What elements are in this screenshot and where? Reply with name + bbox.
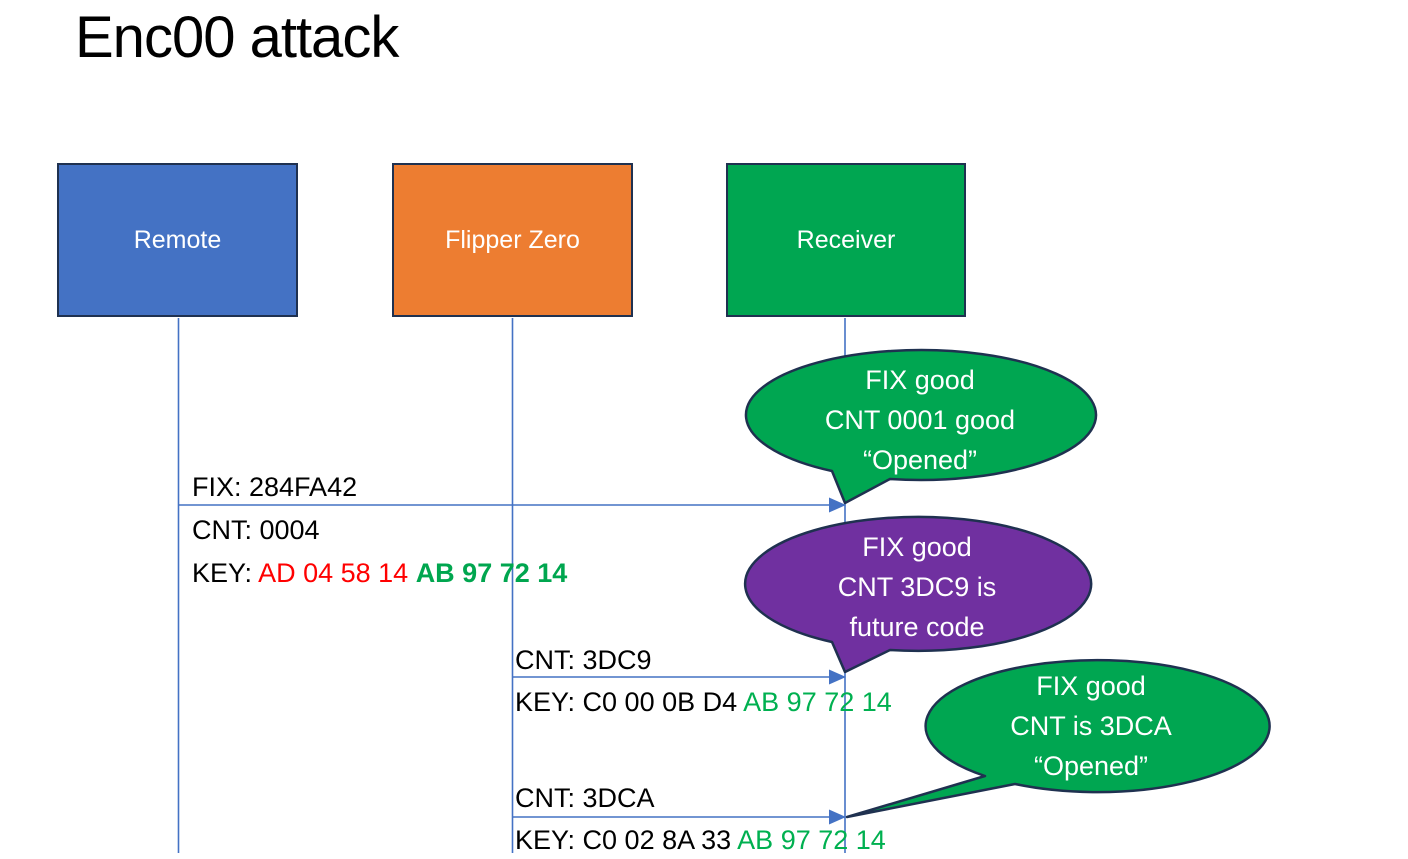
callout-3-line-3: “Opened” <box>1033 751 1149 781</box>
callout-1-line-1: FIX good <box>865 365 975 395</box>
message-3-cnt-line: CNT: 3DCA <box>515 783 655 813</box>
actor-label-remote: Remote <box>133 225 222 254</box>
key-fixed-bytes: AB 97 72 14 <box>737 825 886 855</box>
message-2-key-line: KEY: C0 00 0B D4 AB 97 72 14 <box>515 681 892 723</box>
message-1-text: FIX: 284FA42 CNT: 0004 KEY: AD 04 58 14 … <box>192 466 567 595</box>
callout-1-line-3: “Opened” <box>862 445 978 475</box>
callout-3-text: FIX good CNT is 3DCA “Opened” <box>926 666 1256 786</box>
callout-bubble-2 <box>743 515 1093 674</box>
callout-bubble-1 <box>744 348 1098 505</box>
message-1-key-line: KEY: AD 04 58 14 AB 97 72 14 <box>192 552 567 595</box>
key-changed-bytes: AD 04 58 14 <box>258 558 416 588</box>
actor-box-receiver: Receiver <box>726 163 966 317</box>
actor-label-receiver: Receiver <box>796 225 896 254</box>
page-title: Enc00 attack <box>75 5 399 70</box>
actor-label-flipper-zero: Flipper Zero <box>445 225 580 254</box>
message-arrow-2 <box>513 669 846 685</box>
arrowhead-icon <box>829 809 846 825</box>
arrowhead-icon <box>829 497 846 513</box>
key-fixed-bytes: AB 97 72 14 <box>743 687 892 717</box>
message-2-text: CNT: 3DC9 KEY: C0 00 0B D4 AB 97 72 14 <box>515 639 892 723</box>
message-3-text: CNT: 3DCA KEY: C0 02 8A 33 AB 97 72 14 <box>515 777 886 859</box>
callout-3-line-1: FIX good <box>1036 671 1146 701</box>
key-label: KEY: C0 00 0B D4 <box>515 687 744 717</box>
arrowhead-icon <box>829 669 846 685</box>
message-1-cnt-line: CNT: 0004 <box>192 515 320 545</box>
callout-1-line-2: CNT 0001 good <box>824 405 1016 435</box>
message-arrow-3 <box>513 809 846 825</box>
message-arrow-1 <box>179 497 846 513</box>
message-1-fix-line: FIX: 284FA42 <box>192 472 358 502</box>
key-fixed-bytes: AB 97 72 14 <box>415 558 568 588</box>
callout-2-line-1: FIX good <box>862 532 972 562</box>
callout-2-line-3: future code <box>849 612 985 642</box>
key-label: KEY: C0 02 8A 33 <box>515 825 738 855</box>
callout-2-line-2: CNT 3DC9 is <box>837 572 997 602</box>
callout-1-text: FIX good CNT 0001 good “Opened” <box>755 360 1085 480</box>
message-3-key-line: KEY: C0 02 8A 33 AB 97 72 14 <box>515 819 886 859</box>
callout-3-line-2: CNT is 3DCA <box>1010 711 1172 741</box>
key-label: KEY: <box>192 558 259 588</box>
actor-box-remote: Remote <box>57 163 298 317</box>
message-2-cnt-line: CNT: 3DC9 <box>515 645 652 675</box>
callout-2-text: FIX good CNT 3DC9 is future code <box>752 527 1082 647</box>
callout-bubble-3 <box>845 658 1271 819</box>
actor-box-flipper-zero: Flipper Zero <box>392 163 633 317</box>
